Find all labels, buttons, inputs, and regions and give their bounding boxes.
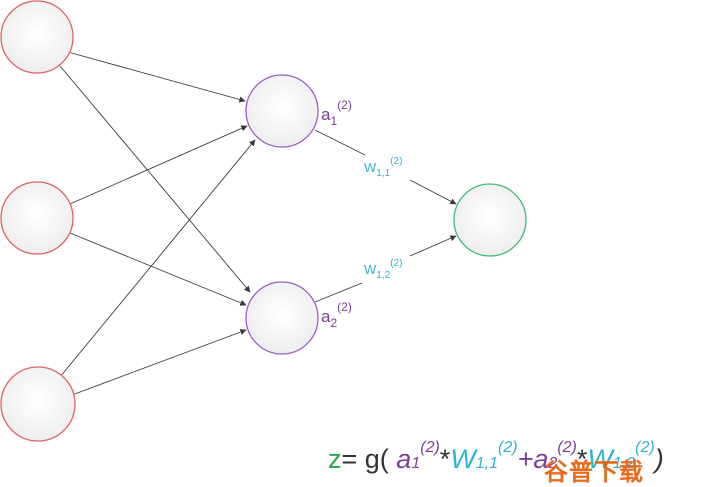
- label-a1: a1(2): [321, 98, 352, 128]
- formula-a1: a1(2): [396, 439, 440, 474]
- formula-w12: W1,2(2): [587, 439, 655, 474]
- label-w11: W1,1(2): [364, 156, 402, 179]
- formula-a2: +a2(2): [517, 439, 577, 474]
- edge-input1-hidden2: [59, 65, 251, 293]
- label-a2: a2(2): [321, 300, 352, 330]
- input-node-3: [0, 366, 76, 442]
- formula-close: ): [654, 444, 664, 474]
- watermark-logo: 谷普下载: [544, 458, 644, 486]
- edge-input2-hidden2: [69, 232, 247, 306]
- edge-input2-hidden1: [69, 125, 248, 205]
- input-node-2: [0, 181, 74, 255]
- formula-eq: = g(: [341, 444, 389, 474]
- formula-z: z: [328, 444, 342, 474]
- label-w12: W1,2(2): [364, 258, 402, 281]
- input-node-1: [0, 0, 74, 74]
- edge-input3-hidden2: [71, 329, 247, 396]
- output-formula: z= g( a1(2)*W1,1(2)+a2(2)*W1,2(2)): [328, 439, 664, 474]
- edge-hidden1-output-a: [314, 129, 366, 156]
- hidden-node-2: [245, 281, 319, 355]
- edge-hidden2-output-b: [409, 235, 457, 257]
- formula-star-1: *: [439, 444, 451, 474]
- edge-hidden2-output-a: [314, 282, 363, 303]
- edge-input3-hidden1: [59, 139, 256, 378]
- formula-w11: W1,1(2): [450, 439, 518, 474]
- edge-hidden1-output-b: [409, 179, 457, 205]
- hidden-node-1: [245, 74, 319, 148]
- output-node: [453, 183, 527, 257]
- edge-input1-hidden1: [67, 51, 246, 103]
- formula-star-2: *: [576, 444, 588, 474]
